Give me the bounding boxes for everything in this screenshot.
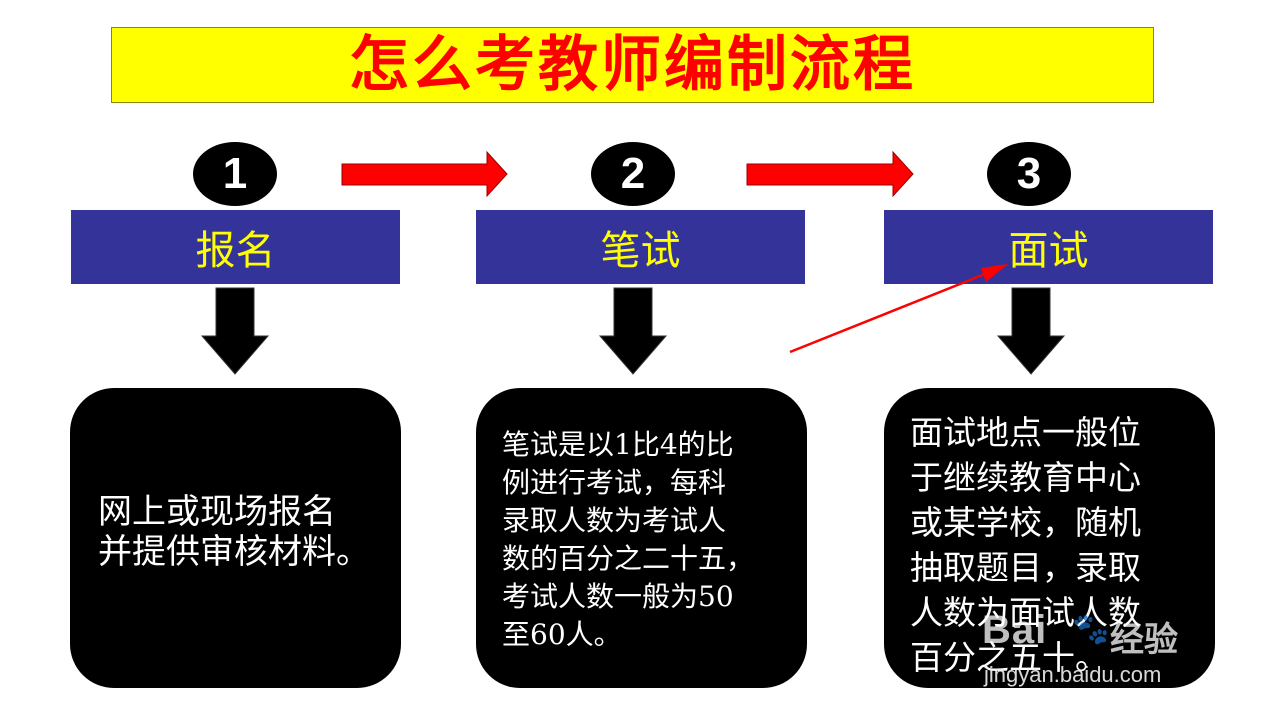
step-3-label: 面试	[1008, 228, 1089, 274]
step-3-number: 3	[1016, 149, 1042, 198]
step-1-number: 1	[222, 149, 248, 198]
step-2-label: 笔试	[600, 228, 681, 274]
title-banner: 怎么考教师编制流程	[111, 27, 1154, 103]
step-1-number-circle: 1	[193, 142, 277, 206]
step-2-number-circle: 2	[591, 142, 675, 206]
step-2-description: 笔试是以1比4的比 例进行考试，每科 录取人数为考试人 数的百分之二十五， 考试…	[502, 428, 755, 651]
step-2-header: 笔试	[476, 210, 805, 284]
black-arrow-down-3	[996, 287, 1066, 375]
step-3-description: 面试地点一般位 于继续教育中心 或某学校，随机 抽取题目，录取 人数为面试人数 …	[910, 413, 1141, 677]
black-arrow-down-1	[200, 287, 270, 375]
step-3-description-box: 面试地点一般位 于继续教育中心 或某学校，随机 抽取题目，录取 人数为面试人数 …	[884, 388, 1215, 688]
step-1-header: 报名	[71, 210, 400, 284]
step-3-number-circle: 3	[987, 142, 1071, 206]
red-arrow-right-2	[746, 150, 914, 198]
baidu-jingyan-watermark: Bai 🐾 经验 jingyan.baidu.com	[960, 600, 1260, 700]
paw-icon: 🐾	[1072, 613, 1110, 646]
red-annotation-line	[789, 270, 991, 354]
step-3-header: 面试	[884, 210, 1213, 284]
red-annotation-arrowhead	[981, 264, 1008, 282]
page-title: 怎么考教师编制流程	[349, 30, 916, 100]
step-1-label: 报名	[195, 228, 276, 274]
black-arrow-down-2	[598, 287, 668, 375]
step-2-description-box: 笔试是以1比4的比 例进行考试，每科 录取人数为考试人 数的百分之二十五， 考试…	[476, 388, 807, 688]
watermark-logo: Bai	[982, 608, 1048, 652]
step-1-description-box: 网上或现场报名 并提供审核材料。	[70, 388, 401, 688]
red-arrow-right-1	[341, 150, 508, 198]
step-2-number: 2	[620, 149, 646, 198]
watermark-logo-suffix: 经验	[1110, 620, 1178, 660]
step-1-description: 网上或现场报名 并提供审核材料。	[98, 492, 370, 572]
watermark-url: jingyan.baidu.com	[984, 662, 1162, 687]
